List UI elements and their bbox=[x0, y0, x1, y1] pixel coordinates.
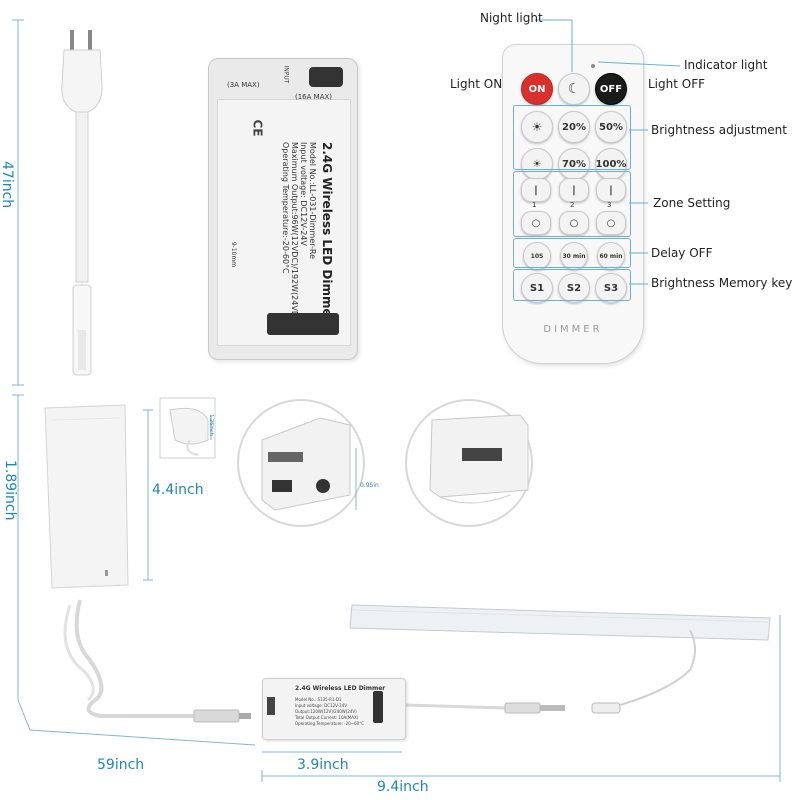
callout-indicator-light: Indicator light bbox=[684, 58, 768, 72]
label-0.95in: 0.95in bbox=[360, 482, 379, 489]
dimension-line-9.4inch bbox=[261, 615, 781, 782]
delay-30min-button[interactable]: 30 min bbox=[560, 242, 588, 270]
led-light-bar bbox=[349, 604, 771, 706]
off-button[interactable]: OFF bbox=[595, 73, 627, 105]
remote-control: ON ☾ OFF ☀ 20% 50% ☀ 70% 100% | | | 1 2 … bbox=[502, 44, 644, 364]
indicator-light bbox=[591, 64, 595, 68]
label-59inch: 59inch bbox=[97, 757, 145, 773]
bottom-dimmer-temp: Operating Temperature: -20~60°C bbox=[295, 721, 364, 726]
label-4.4inch: 4.4inch bbox=[152, 482, 204, 498]
callout-night-light: Night light bbox=[480, 11, 543, 25]
dimension-line-4.4inch bbox=[143, 409, 153, 581]
frame-memory bbox=[513, 269, 631, 301]
zone-3-label: 3 bbox=[607, 201, 612, 209]
sun-up-icon: ☀ bbox=[531, 120, 543, 134]
brightness-20-button[interactable]: 20% bbox=[558, 111, 590, 143]
callout-delay-off: Delay OFF bbox=[651, 246, 713, 260]
memory-s3-button[interactable]: S3 bbox=[595, 273, 627, 303]
bottom-dimmer-box: 2.4G Wireless LED Dimmer Model No.: S135… bbox=[262, 678, 406, 740]
sun-down-icon: ☀ bbox=[532, 158, 542, 170]
bottom-dimmer-current: Total Output Current: 10A(MAX) bbox=[295, 715, 359, 720]
delay-10s-button[interactable]: 10S bbox=[523, 242, 551, 270]
power-adapter-illustration bbox=[44, 404, 251, 723]
callout-zone-setting: Zone Setting bbox=[653, 196, 731, 210]
bottom-cables bbox=[404, 702, 621, 714]
zone-1-on-button[interactable]: | bbox=[521, 178, 551, 202]
zone-1-off-button[interactable]: ○ bbox=[521, 211, 551, 235]
zone-1-label: 1 bbox=[532, 201, 537, 209]
remote-brand: DIMMER bbox=[543, 324, 603, 335]
delay-60min-button[interactable]: 60 min bbox=[597, 242, 625, 270]
max-3a-label: (3A MAX) bbox=[227, 81, 260, 89]
label-1.26inch: 1.26inch bbox=[207, 414, 214, 436]
night-light-button[interactable]: ☾ bbox=[558, 73, 590, 105]
max-16a-label: (16A MAX) bbox=[295, 93, 333, 101]
label-1.89inch: 1.89inch bbox=[2, 460, 18, 521]
on-button[interactable]: ON bbox=[521, 73, 553, 105]
frame-zone bbox=[513, 171, 631, 237]
brightness-up-button[interactable]: ☀ bbox=[521, 111, 553, 143]
bottom-dimmer-terminals bbox=[373, 691, 383, 723]
bottom-dimmer-title: 2.4G Wireless LED Dimmer bbox=[295, 685, 386, 692]
zone-3-off-button[interactable]: ○ bbox=[596, 211, 626, 235]
dimension-line-47inch bbox=[12, 19, 24, 386]
plug-illustration bbox=[61, 30, 103, 376]
inset-adapter-closeup bbox=[159, 397, 216, 459]
inset-circle-dimmer-left bbox=[237, 399, 365, 527]
zone-3-on-button[interactable]: | bbox=[596, 178, 626, 202]
bottom-dimmer-model: Model No.: S135-R1-D1 bbox=[295, 697, 342, 702]
callout-brightness-adjustment: Brightness adjustment bbox=[651, 123, 787, 137]
controller-label-panel bbox=[217, 99, 351, 346]
label-9.4inch: 9.4inch bbox=[377, 779, 429, 795]
zone-2-off-button[interactable]: ○ bbox=[559, 211, 589, 235]
memory-s1-button[interactable]: S1 bbox=[521, 273, 553, 303]
controller-box: 2.4G Wireless LED Dimmer Model No.:LL-03… bbox=[208, 58, 358, 360]
label-3.9inch: 3.9inch bbox=[297, 757, 349, 773]
callout-light-off: Light OFF bbox=[648, 77, 706, 91]
brightness-70-button[interactable]: 70% bbox=[558, 148, 590, 180]
moon-icon: ☾ bbox=[567, 81, 581, 97]
memory-s2-button[interactable]: S2 bbox=[558, 273, 590, 303]
brightness-50-button[interactable]: 50% bbox=[595, 111, 627, 143]
bottom-dimmer-output: Output:120W(12V)/240W(24V) bbox=[295, 709, 357, 714]
dimension-line-1.89inch bbox=[12, 394, 256, 746]
callout-brightness-memory: Brightness Memory key bbox=[651, 276, 793, 290]
label-47inch: 47inch bbox=[0, 161, 15, 209]
zone-2-label: 2 bbox=[570, 201, 575, 209]
zone-2-on-button[interactable]: | bbox=[559, 178, 589, 202]
bottom-dimmer-input-port bbox=[267, 697, 275, 715]
inset-circle-dimmer-right bbox=[405, 399, 533, 527]
frame-brightness bbox=[513, 105, 631, 170]
dc-terminals bbox=[309, 67, 343, 87]
callout-light-on: Light ON bbox=[450, 77, 503, 91]
bottom-dimmer-input: Input voltage: DC12V-24V bbox=[295, 703, 347, 708]
output-terminals bbox=[267, 313, 339, 335]
